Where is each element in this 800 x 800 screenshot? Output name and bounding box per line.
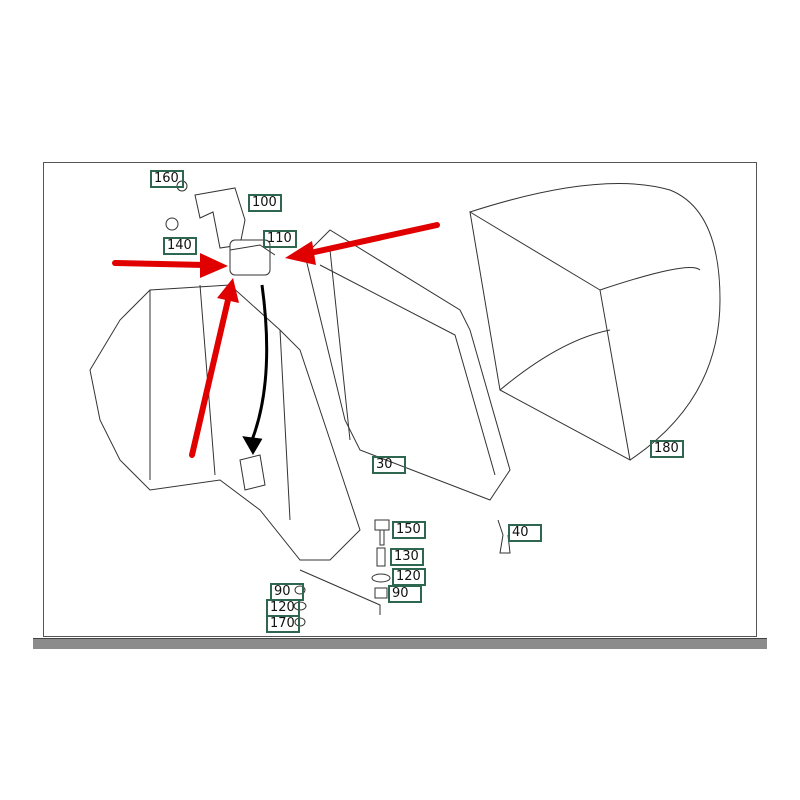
part-label-160[interactable]: 160 (150, 170, 184, 188)
diagram-frame (43, 162, 757, 637)
part-label-120[interactable]: 120 (392, 568, 426, 586)
part-label-110[interactable]: 110 (263, 230, 297, 248)
part-label-180[interactable]: 180 (650, 440, 684, 458)
red-arrows (112, 222, 440, 458)
sensor-40 (497, 519, 511, 554)
sleeve-130 (376, 547, 386, 567)
part-label-150[interactable]: 150 (392, 521, 426, 539)
bushing-90 (374, 587, 388, 599)
part-label-100[interactable]: 100 (248, 194, 282, 212)
washer-120 (371, 573, 391, 583)
part-label-130[interactable]: 130 (390, 548, 424, 566)
fan-shroud (469, 211, 631, 461)
part-label-140[interactable]: 140 (163, 237, 197, 255)
radiator (89, 284, 361, 561)
condenser (304, 229, 511, 501)
bracket-100 (194, 187, 246, 249)
black-arrow (242, 284, 269, 455)
part-label-30[interactable]: 30 (372, 456, 406, 474)
part-label-170[interactable]: 170 (266, 615, 300, 633)
scrollbar[interactable] (33, 638, 767, 649)
part-140 (165, 217, 179, 231)
part-label-90[interactable]: 90 (388, 585, 422, 603)
bolt-150 (374, 519, 390, 546)
part-label-40[interactable]: 40 (508, 524, 542, 542)
